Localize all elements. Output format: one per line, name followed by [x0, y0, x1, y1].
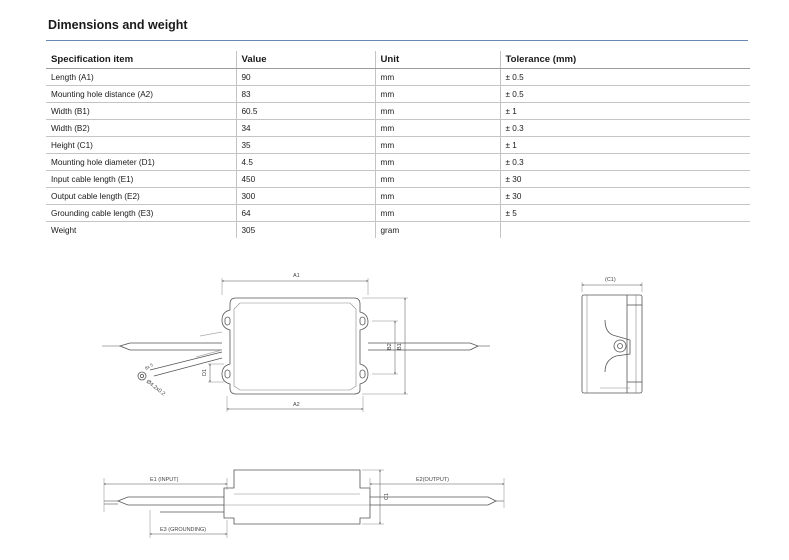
cell-unit: mm	[374, 68, 500, 86]
col-header-value: Value	[235, 51, 375, 69]
cell-item: Width (B1)	[46, 102, 236, 120]
mounting-hole	[224, 369, 231, 379]
col-header-unit: Unit	[374, 51, 500, 69]
cell-value: 83	[235, 85, 375, 103]
cell-value: 60.5	[235, 102, 375, 120]
mounting-hole	[224, 316, 231, 326]
label-small-a: 8x 5	[144, 362, 154, 371]
cell-tolerance: ± 1	[499, 102, 750, 120]
label-e1: E1 (INPUT)	[150, 477, 179, 483]
cell-item: Grounding cable length (E3)	[46, 204, 236, 222]
section-title: Dimensions and weight	[48, 18, 188, 32]
cell-item: Output cable length (E2)	[46, 187, 236, 205]
label-e2: E2(OUTPUT)	[416, 477, 449, 483]
label-b1: B1	[397, 343, 403, 350]
label-terminal: Ø4.2x0.2	[145, 379, 166, 397]
cell-tolerance: ± 30	[499, 170, 750, 188]
label-d1: D1	[202, 369, 208, 376]
cell-unit: gram	[374, 221, 500, 238]
label-b2: B2	[387, 343, 393, 350]
title-divider	[46, 40, 748, 41]
cell-tolerance: ± 0.3	[499, 153, 750, 171]
cell-value: 64	[235, 204, 375, 222]
label-front-c1: C1	[384, 493, 390, 500]
front-view	[103, 469, 505, 538]
front-housing	[223, 469, 371, 525]
side-housing	[581, 294, 643, 394]
mounting-hole	[359, 316, 366, 326]
top-view	[102, 278, 490, 412]
cell-item: Input cable length (E1)	[46, 170, 236, 188]
cell-tolerance	[499, 221, 750, 238]
cell-value: 90	[235, 68, 375, 86]
cell-value: 4.5	[235, 153, 375, 171]
cell-item: Mounting hole distance (A2)	[46, 85, 236, 103]
cell-unit: mm	[374, 136, 500, 154]
mounting-hole	[359, 369, 366, 379]
cell-item: Mounting hole diameter (D1)	[46, 153, 236, 171]
cell-unit: mm	[374, 170, 500, 188]
housing-inner-outline	[233, 302, 357, 391]
cell-unit: mm	[374, 102, 500, 120]
col-header-tolerance: Tolerance (mm)	[499, 51, 750, 69]
housing-outline	[221, 297, 369, 395]
table-header-row: Specification item Value Unit Tolerance …	[46, 51, 750, 69]
cell-unit: mm	[374, 153, 500, 171]
cell-unit: mm	[374, 187, 500, 205]
label-a1: A1	[293, 273, 300, 279]
cell-tolerance: ± 30	[499, 187, 750, 205]
spec-table: Specification item Value Unit Tolerance …	[46, 51, 750, 238]
cell-item: Height (C1)	[46, 136, 236, 154]
cell-tolerance: ± 0.5	[499, 85, 750, 103]
cell-unit: mm	[374, 119, 500, 137]
cell-value: 450	[235, 170, 375, 188]
cell-value: 305	[235, 221, 375, 238]
cell-tolerance: ± 0.3	[499, 119, 750, 137]
label-a2: A2	[293, 402, 300, 408]
cell-unit: mm	[374, 204, 500, 222]
cell-value: 35	[235, 136, 375, 154]
cell-value: 34	[235, 119, 375, 137]
cell-item: Length (A1)	[46, 68, 236, 86]
cell-tolerance: ± 1	[499, 136, 750, 154]
label-e3: E3 (GROUNDING)	[160, 527, 206, 533]
side-view	[581, 282, 643, 394]
cell-item: Width (B2)	[46, 119, 236, 137]
cell-tolerance: ± 0.5	[499, 68, 750, 86]
cell-unit: mm	[374, 85, 500, 103]
col-header-item: Specification item	[46, 51, 236, 69]
cell-tolerance: ± 5	[499, 204, 750, 222]
cell-value: 300	[235, 187, 375, 205]
label-side-c1: (C1)	[605, 277, 616, 283]
cell-item: Weight	[51, 225, 77, 235]
